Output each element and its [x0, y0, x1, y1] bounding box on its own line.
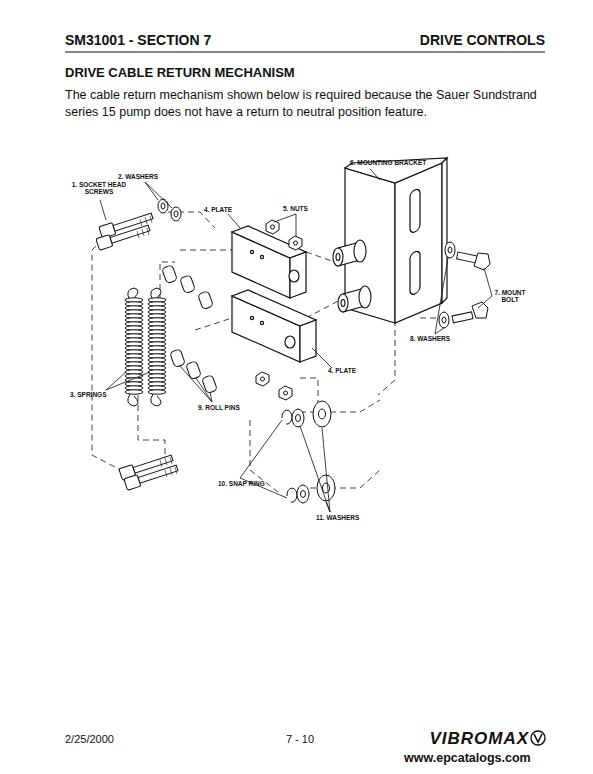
callout-label: 3. SPRINGS	[70, 391, 106, 398]
header-rule	[65, 51, 545, 52]
roll-pins	[162, 265, 218, 394]
mount-bolts	[439, 242, 490, 328]
callout-label: 5. NUTS	[283, 205, 308, 212]
bracket-studs	[333, 240, 371, 312]
callout-label: 10. SNAP RING	[218, 480, 265, 487]
socket-head-screws	[96, 210, 179, 490]
callout-label: 8. WASHERS	[410, 335, 450, 342]
callout-label: 11. WASHERS	[316, 514, 359, 521]
callout-label: 2. WASHERS	[118, 173, 158, 180]
callout-label: 4. PLATE	[328, 367, 356, 374]
section-title: DRIVE CABLE RETURN MECHANISM	[65, 66, 295, 81]
brand-logo: VIBROMAX	[429, 729, 529, 749]
washers	[158, 199, 181, 221]
header-text: SM31001 - SECTION 7	[65, 32, 211, 48]
footer-date: 2/25/2000	[65, 733, 114, 746]
header-text: DRIVE CONTROLS	[420, 32, 545, 48]
snap-rings-washers	[282, 401, 335, 503]
leader-lines	[100, 169, 492, 512]
watermark: www.epcatalogs.com	[404, 751, 531, 765]
springs	[125, 288, 166, 406]
nuts	[256, 220, 302, 400]
mounting-bracket	[345, 158, 447, 323]
spring-coil	[125, 390, 143, 394]
logo-mark	[531, 731, 545, 745]
callout-label: 6. MOUNTING BRACKET	[350, 159, 426, 166]
plates	[232, 226, 316, 362]
screw-threads	[137, 216, 177, 477]
callout-label: 9. ROLL PINS	[198, 404, 240, 411]
page-number: 7 - 10	[286, 733, 314, 746]
body-text: The cable return mechanism shown below i…	[65, 87, 550, 121]
callout-label: 1. SOCKET HEAD SCREWS	[70, 181, 128, 196]
spring-coil	[148, 390, 166, 394]
callout-label: 7. MOUNT BOLT	[494, 289, 526, 304]
callout-label: 4. PLATE	[204, 206, 232, 213]
